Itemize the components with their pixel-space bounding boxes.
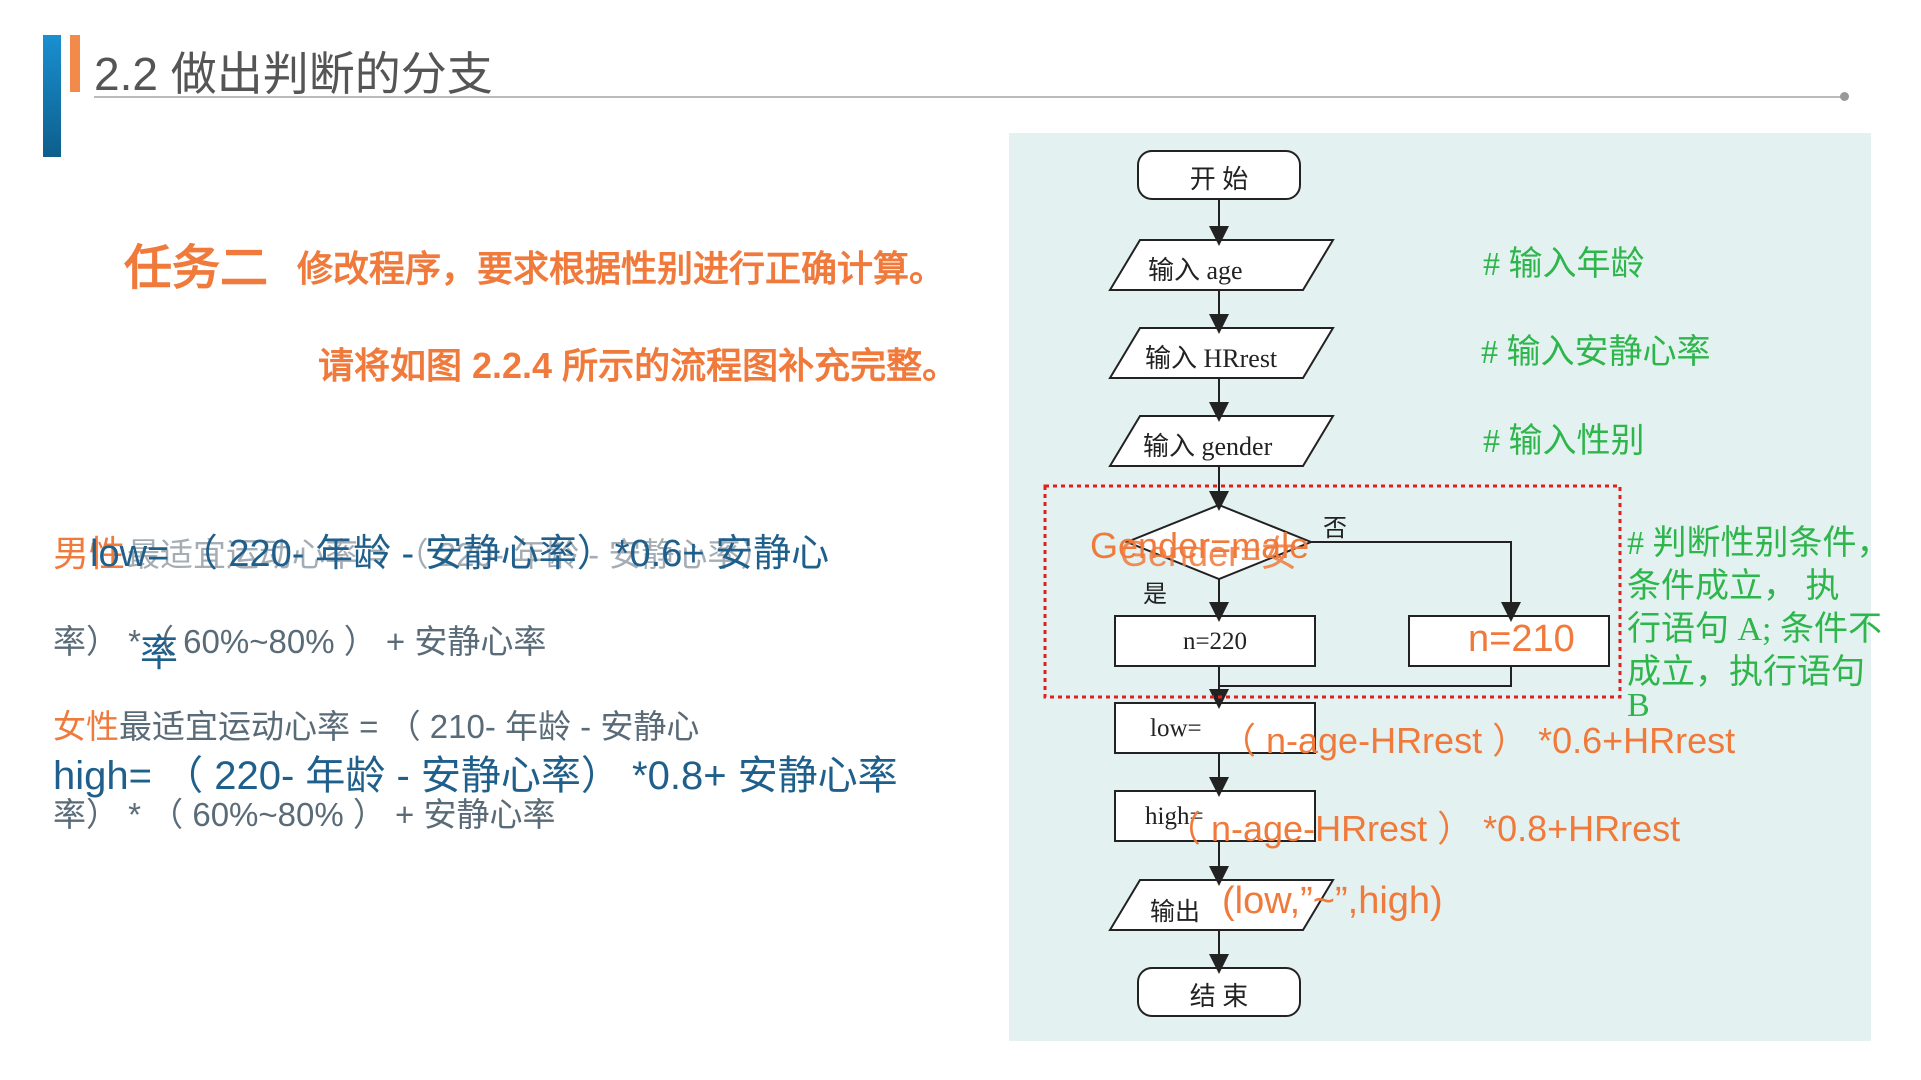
output-node: [1108, 879, 1335, 931]
condition-overlay-label: Gender=女: [1120, 533, 1298, 574]
n220-label: n=220: [1182, 628, 1248, 655]
no-label: 否: [1323, 516, 1347, 542]
input-gender-node: [1108, 415, 1335, 467]
header-accent-bar-orange: [70, 35, 80, 92]
condition-label: Gender=male: [1090, 525, 1310, 566]
branch-highlight-box: [1043, 484, 1622, 699]
title-divider-dot: [1840, 92, 1849, 101]
male-formula-line2: 率） *（ 60%~80% ） + 安静心率: [53, 623, 547, 660]
task-instruction: 请将如图 2.2.4 所示的流程图补充完整。: [318, 345, 959, 386]
low-expression: （ n-age-HRrest ） *0.6+HRrest: [1220, 720, 1736, 761]
high-node: [1114, 790, 1316, 842]
comment-branch-line5: B: [1627, 687, 1650, 724]
input-gender-label: 输入 gender: [1143, 432, 1273, 461]
input-age-node: [1108, 239, 1335, 291]
comment-input-gender: # 输入性别: [1483, 423, 1645, 460]
low-formula: low= （ 220- 年龄 - 安静心率）*0.6+ 安静心: [90, 533, 830, 575]
n210-node: [1408, 615, 1610, 667]
comment-branch-line4: 成立，执行语句: [1627, 654, 1865, 691]
female-label: 女性: [53, 708, 119, 745]
comment-input-age: # 输入年龄: [1483, 246, 1645, 283]
comment-branch-line3: 行语句 A; 条件不: [1627, 611, 1882, 648]
comment-branch-line2: 条件成立， 执: [1627, 568, 1840, 605]
input-age-label: 输入 age: [1148, 256, 1243, 285]
low-node: [1114, 702, 1316, 754]
high-expression: （ n-age-HRrest ） *0.8+HRrest: [1165, 808, 1681, 849]
header-accent-bar: [43, 35, 61, 157]
high-formula: high= （ 220- 年龄 - 安静心率） *0.8+ 安静心率: [53, 754, 898, 798]
female-line: 女性最适宜运动心率 = （ 210- 年龄 - 安静心: [53, 700, 699, 748]
title-divider: [94, 96, 1844, 98]
output-box-label: 输出: [1150, 899, 1201, 926]
female-formula-line2: 率） * （ 60%~80% ） + 安静心率: [53, 796, 556, 833]
n220-node: [1114, 615, 1316, 667]
comment-branch-line1: # 判断性别条件，: [1627, 525, 1891, 562]
n210-label: n=210: [1468, 618, 1575, 660]
slide-title: 2.2 做出判断的分支: [94, 48, 493, 100]
low-formula-wrap: 率: [140, 633, 179, 675]
yes-label: 是: [1143, 582, 1167, 608]
male-formula-faint: 最适宜运动心率 = （ 220- 年龄 - 安静心率）: [127, 536, 774, 573]
task-label: 任务二: [124, 242, 269, 295]
start-label: 开 始: [1189, 165, 1249, 194]
high-box-label: high=: [1145, 803, 1204, 830]
comment-input-hrrest: # 输入安静心率: [1481, 334, 1711, 371]
output-expression: (low,”~”,high): [1222, 880, 1443, 922]
male-label: 男性: [53, 533, 126, 574]
task-description: 修改程序，要求根据性别进行正确计算。: [297, 248, 946, 289]
low-box-label: low=: [1150, 715, 1202, 742]
input-hrrest-label: 输入 HRrest: [1145, 344, 1278, 373]
input-hrrest-node: [1108, 327, 1335, 379]
end-label: 结 束: [1189, 982, 1249, 1011]
female-formula-line1: 最适宜运动心率 = （ 210- 年龄 - 安静心: [119, 708, 700, 745]
